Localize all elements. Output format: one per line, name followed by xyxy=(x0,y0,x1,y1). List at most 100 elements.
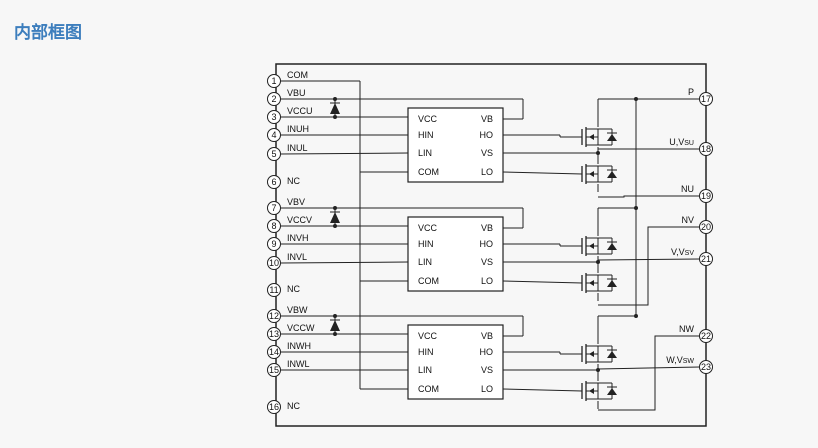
junction-dot xyxy=(333,314,337,318)
pin-number: 1 xyxy=(271,76,276,86)
junction-dot xyxy=(333,206,337,210)
pin-23 xyxy=(699,360,713,374)
body-diode xyxy=(607,351,617,358)
pin-number: 3 xyxy=(271,112,276,122)
pin-18 xyxy=(699,142,713,156)
gate-driver-ic xyxy=(407,107,504,183)
pin-number: 19 xyxy=(701,191,711,201)
pin-label: P xyxy=(688,87,694,97)
pin-number: 17 xyxy=(701,94,711,104)
pin-label: INVH xyxy=(287,233,309,243)
body-diode xyxy=(607,134,617,141)
pin-number: 21 xyxy=(701,254,711,264)
ic-pin-label: COM xyxy=(418,384,439,394)
pin-number: 13 xyxy=(269,329,279,339)
page-title: 内部框图 xyxy=(14,23,82,43)
junction-dot xyxy=(634,97,638,101)
ic-pin-label: COM xyxy=(418,167,439,177)
low-side-mosfet xyxy=(581,164,617,184)
pin-2 xyxy=(267,92,281,106)
pin-label: V,VSV xyxy=(671,247,694,257)
pin-number: 20 xyxy=(701,222,711,232)
ic-pin-label: VS xyxy=(481,257,493,267)
pin-label: VBV xyxy=(287,197,305,207)
ic-pin-label: HO xyxy=(480,130,494,140)
body-diode xyxy=(607,388,617,395)
pin-13 xyxy=(267,327,281,341)
junction-dot xyxy=(634,206,638,210)
pin-number: 8 xyxy=(271,221,276,231)
body-diode xyxy=(607,280,617,287)
wire xyxy=(502,171,583,175)
pin-number: 5 xyxy=(271,149,276,159)
pin-number: 14 xyxy=(269,347,279,357)
pin-6 xyxy=(267,175,281,189)
wire xyxy=(502,388,583,392)
pin-10 xyxy=(267,256,281,270)
ic-pin-label: VB xyxy=(481,114,493,124)
high-side-mosfet xyxy=(581,127,617,147)
pin-number: 7 xyxy=(271,203,276,213)
pin-21 xyxy=(699,252,713,266)
low-side-mosfet xyxy=(581,273,617,293)
bootstrap-diode xyxy=(330,103,340,114)
pin-12 xyxy=(267,309,281,323)
low-side-mosfet xyxy=(581,381,617,401)
pin-1 xyxy=(267,74,281,88)
wire xyxy=(598,335,700,411)
pin-5 xyxy=(267,147,281,161)
pin-label: VCCU xyxy=(287,106,313,116)
ic-pin-label: VS xyxy=(481,365,493,375)
pin-3 xyxy=(267,110,281,124)
gate-driver-ic xyxy=(407,216,504,292)
pin-label: INVL xyxy=(287,252,307,262)
pin-number: 18 xyxy=(701,144,711,154)
pin-label: NC xyxy=(287,401,300,411)
pin-label: NC xyxy=(287,176,300,186)
pin-number: 15 xyxy=(269,365,279,375)
pin-number: 10 xyxy=(269,258,279,268)
pin-label: VBW xyxy=(287,305,308,315)
pin-14 xyxy=(267,345,281,359)
pin-9 xyxy=(267,237,281,251)
pin-number: 2 xyxy=(271,94,276,104)
pin-number: 12 xyxy=(269,311,279,321)
ic-pin-label: VS xyxy=(481,148,493,158)
bootstrap-diode xyxy=(330,212,340,223)
ic-pin-label: LO xyxy=(481,276,493,286)
pin-label: NU xyxy=(681,184,694,194)
pin-22 xyxy=(699,329,713,343)
ic-pin-label: LIN xyxy=(418,365,432,375)
pin-label: COM xyxy=(287,70,308,80)
junction-dot xyxy=(596,260,600,264)
wire xyxy=(598,195,700,198)
wire xyxy=(280,261,409,264)
pin-number: 22 xyxy=(701,331,711,341)
body-diode xyxy=(607,171,617,178)
pin-20 xyxy=(699,220,713,234)
pin-label: W,VSW xyxy=(666,355,694,365)
pin-19 xyxy=(699,189,713,203)
ic-pin-label: LIN xyxy=(418,257,432,267)
ic-pin-label: HIN xyxy=(418,130,434,140)
ic-pin-label: HO xyxy=(480,347,494,357)
body-diode xyxy=(607,243,617,250)
ic-pin-label: HIN xyxy=(418,239,434,249)
pin-label: U,VSU xyxy=(669,137,694,147)
ic-pin-label: VCC xyxy=(418,114,438,124)
ic-pin-label: LO xyxy=(481,167,493,177)
pin-number: 16 xyxy=(269,402,279,412)
pin-number: 23 xyxy=(701,362,711,372)
pin-7 xyxy=(267,201,281,215)
ic-pin-label: HIN xyxy=(418,347,434,357)
pin-16 xyxy=(267,400,281,414)
pin-label: VBU xyxy=(287,88,306,98)
ic-pin-label: VB xyxy=(481,223,493,233)
pin-11 xyxy=(267,283,281,297)
junction-dot xyxy=(333,332,337,336)
ic-pin-label: LO xyxy=(481,384,493,394)
wire xyxy=(597,366,700,370)
wire xyxy=(598,226,700,306)
junction-dot xyxy=(634,314,638,318)
